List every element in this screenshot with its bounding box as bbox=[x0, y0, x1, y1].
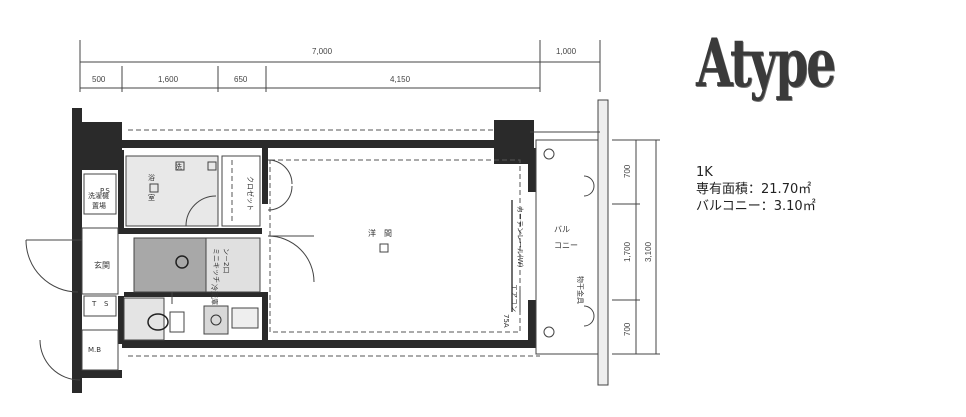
balcony-area bbox=[530, 99, 609, 386]
dim-right-1: 700 bbox=[623, 164, 632, 178]
ceiling-dashed-lines bbox=[128, 129, 540, 357]
room-label-kitchen-1: ミニキッチ bbox=[212, 248, 220, 283]
room-label-wash-1: 洗濯機 bbox=[88, 191, 109, 200]
room-label-ac: エアコン bbox=[510, 284, 518, 312]
dim-right-2: 1,700 bbox=[623, 241, 632, 262]
unit-info-panel: Atype 1K 専有面積：21.70㎡ バルコニー：3.10㎡ bbox=[696, 30, 946, 215]
balcony-area-label: バルコニー： bbox=[696, 199, 774, 214]
room-label-fridge: 冷蔵庫 bbox=[210, 284, 219, 305]
dim-sub-1: 500 bbox=[92, 75, 106, 84]
room-label-ps: P.S bbox=[100, 187, 110, 195]
dim-sub-2: 1,600 bbox=[158, 75, 179, 84]
room-label-mb: M.B bbox=[88, 346, 101, 354]
room-label-bath-2: 室 bbox=[148, 193, 155, 202]
room-label-kitchen-2: ン－2口 bbox=[222, 248, 230, 273]
balcony-area-line: バルコニー：3.10㎡ bbox=[696, 198, 946, 215]
room-label-bath-1: 浴 bbox=[148, 173, 155, 182]
walls bbox=[72, 108, 536, 393]
room-label-curtain-rail: カーテンレール(W) bbox=[516, 206, 524, 268]
kitchen-area bbox=[133, 237, 261, 304]
meter-box bbox=[39, 173, 119, 381]
floor-area-line: 専有面積：21.70㎡ bbox=[696, 181, 946, 198]
dim-sub-3: 650 bbox=[234, 75, 248, 84]
room-label-balcony-2: コニー bbox=[554, 241, 578, 250]
dim-right-total: 3,100 bbox=[644, 241, 653, 262]
curtain-rail bbox=[511, 200, 521, 312]
room-label-western: 洋 間 bbox=[368, 228, 392, 238]
dimension-lines-top: 7,000 1,000 500 1,600 650 4,150 bbox=[79, 40, 601, 92]
room-label-hanger: 物干金具 bbox=[576, 276, 585, 304]
dim-right-3: 700 bbox=[623, 322, 632, 336]
room-label-door-width: 75A bbox=[502, 314, 510, 328]
entrance-door bbox=[25, 227, 315, 295]
unit-type-title: Atype bbox=[696, 24, 836, 102]
dimension-lines-right: 700 1,700 700 3,100 bbox=[612, 139, 660, 355]
dim-sub-4: 4,150 bbox=[390, 75, 411, 84]
dim-main-width: 7,000 bbox=[312, 47, 333, 56]
room-label-wash-2: 置場 bbox=[92, 201, 106, 210]
room-label-balcony-1: バル bbox=[554, 225, 570, 234]
room-label-closet: クロゼット bbox=[246, 176, 255, 211]
room-label-washer: 洗 bbox=[175, 162, 182, 171]
balcony-area-value: 3.10㎡ bbox=[773, 199, 816, 214]
floor-plan: 7,000 1,000 500 1,600 650 4,150 700 1,70… bbox=[25, 40, 660, 393]
outlet-icon bbox=[379, 243, 389, 253]
room-label-s: S bbox=[104, 300, 109, 308]
dim-balcony-width: 1,000 bbox=[556, 47, 577, 56]
toilet-area bbox=[123, 297, 259, 341]
room-label-entrance: 玄関 bbox=[94, 260, 110, 270]
floor-area-value: 21.70㎡ bbox=[761, 182, 812, 197]
unit-layout: 1K bbox=[696, 165, 713, 180]
closet bbox=[221, 155, 293, 227]
room-label-t: T bbox=[91, 300, 97, 308]
floor-area-label: 専有面積： bbox=[696, 182, 762, 197]
bathroom bbox=[125, 155, 219, 227]
